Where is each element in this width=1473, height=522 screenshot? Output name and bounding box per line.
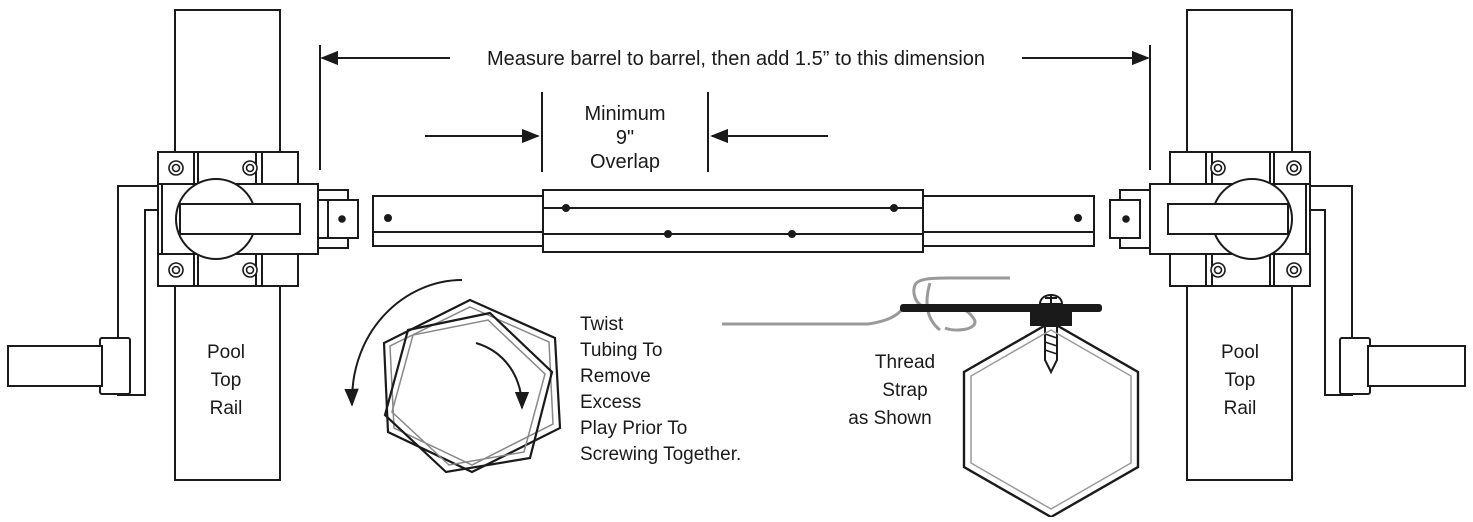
- svg-text:Remove: Remove: [580, 366, 651, 387]
- svg-text:Excess: Excess: [580, 392, 641, 413]
- svg-text:Thread: Thread: [875, 352, 935, 373]
- right-crank-handle: [1309, 185, 1466, 396]
- overlap-label-overlap: Overlap: [590, 151, 660, 173]
- measure-dimension: [319, 45, 1151, 170]
- overlap-label-nine: 9": [616, 127, 634, 149]
- inner-tube: [542, 189, 924, 253]
- twist-arrows: [344, 279, 530, 410]
- strap-detail: [722, 276, 1140, 519]
- left-crank-handle: [7, 185, 161, 396]
- pool-rail-right-label: Pool Top Rail: [1221, 342, 1259, 419]
- svg-text:as Shown: as Shown: [848, 408, 931, 429]
- svg-text:Tubing To: Tubing To: [580, 340, 662, 361]
- svg-text:Top: Top: [211, 370, 242, 391]
- overlap-dimension: [425, 92, 828, 172]
- svg-text:Play Prior To: Play Prior To: [580, 418, 687, 439]
- svg-text:Top: Top: [1225, 370, 1256, 391]
- twist-hexagons: [382, 298, 562, 474]
- svg-text:Twist: Twist: [580, 314, 624, 335]
- svg-text:Screwing Together.: Screwing Together.: [580, 444, 741, 465]
- left-bracket: [157, 151, 359, 287]
- svg-text:Strap: Strap: [882, 380, 927, 401]
- outer-tube-right: [921, 195, 1095, 247]
- outer-tube-left: [372, 195, 546, 247]
- thread-instructions: Thread Strap as Shown: [848, 352, 935, 429]
- measure-label: Measure barrel to barrel, then add 1.5” …: [487, 48, 985, 70]
- right-bracket: [1109, 151, 1311, 287]
- svg-text:Pool: Pool: [207, 342, 245, 363]
- strap-clamp: [1030, 308, 1072, 326]
- pool-rail-left-label: Pool Top Rail: [207, 342, 245, 419]
- svg-text:Pool: Pool: [1221, 342, 1259, 363]
- svg-text:Rail: Rail: [210, 398, 243, 419]
- svg-text:Rail: Rail: [1224, 398, 1257, 419]
- twist-instructions: Twist Tubing To Remove Excess Play Prior…: [580, 314, 741, 465]
- overlap-label-minimum: Minimum: [584, 103, 665, 125]
- right-bracket-screws: [1122, 160, 1302, 278]
- left-bracket-screws: [168, 160, 346, 278]
